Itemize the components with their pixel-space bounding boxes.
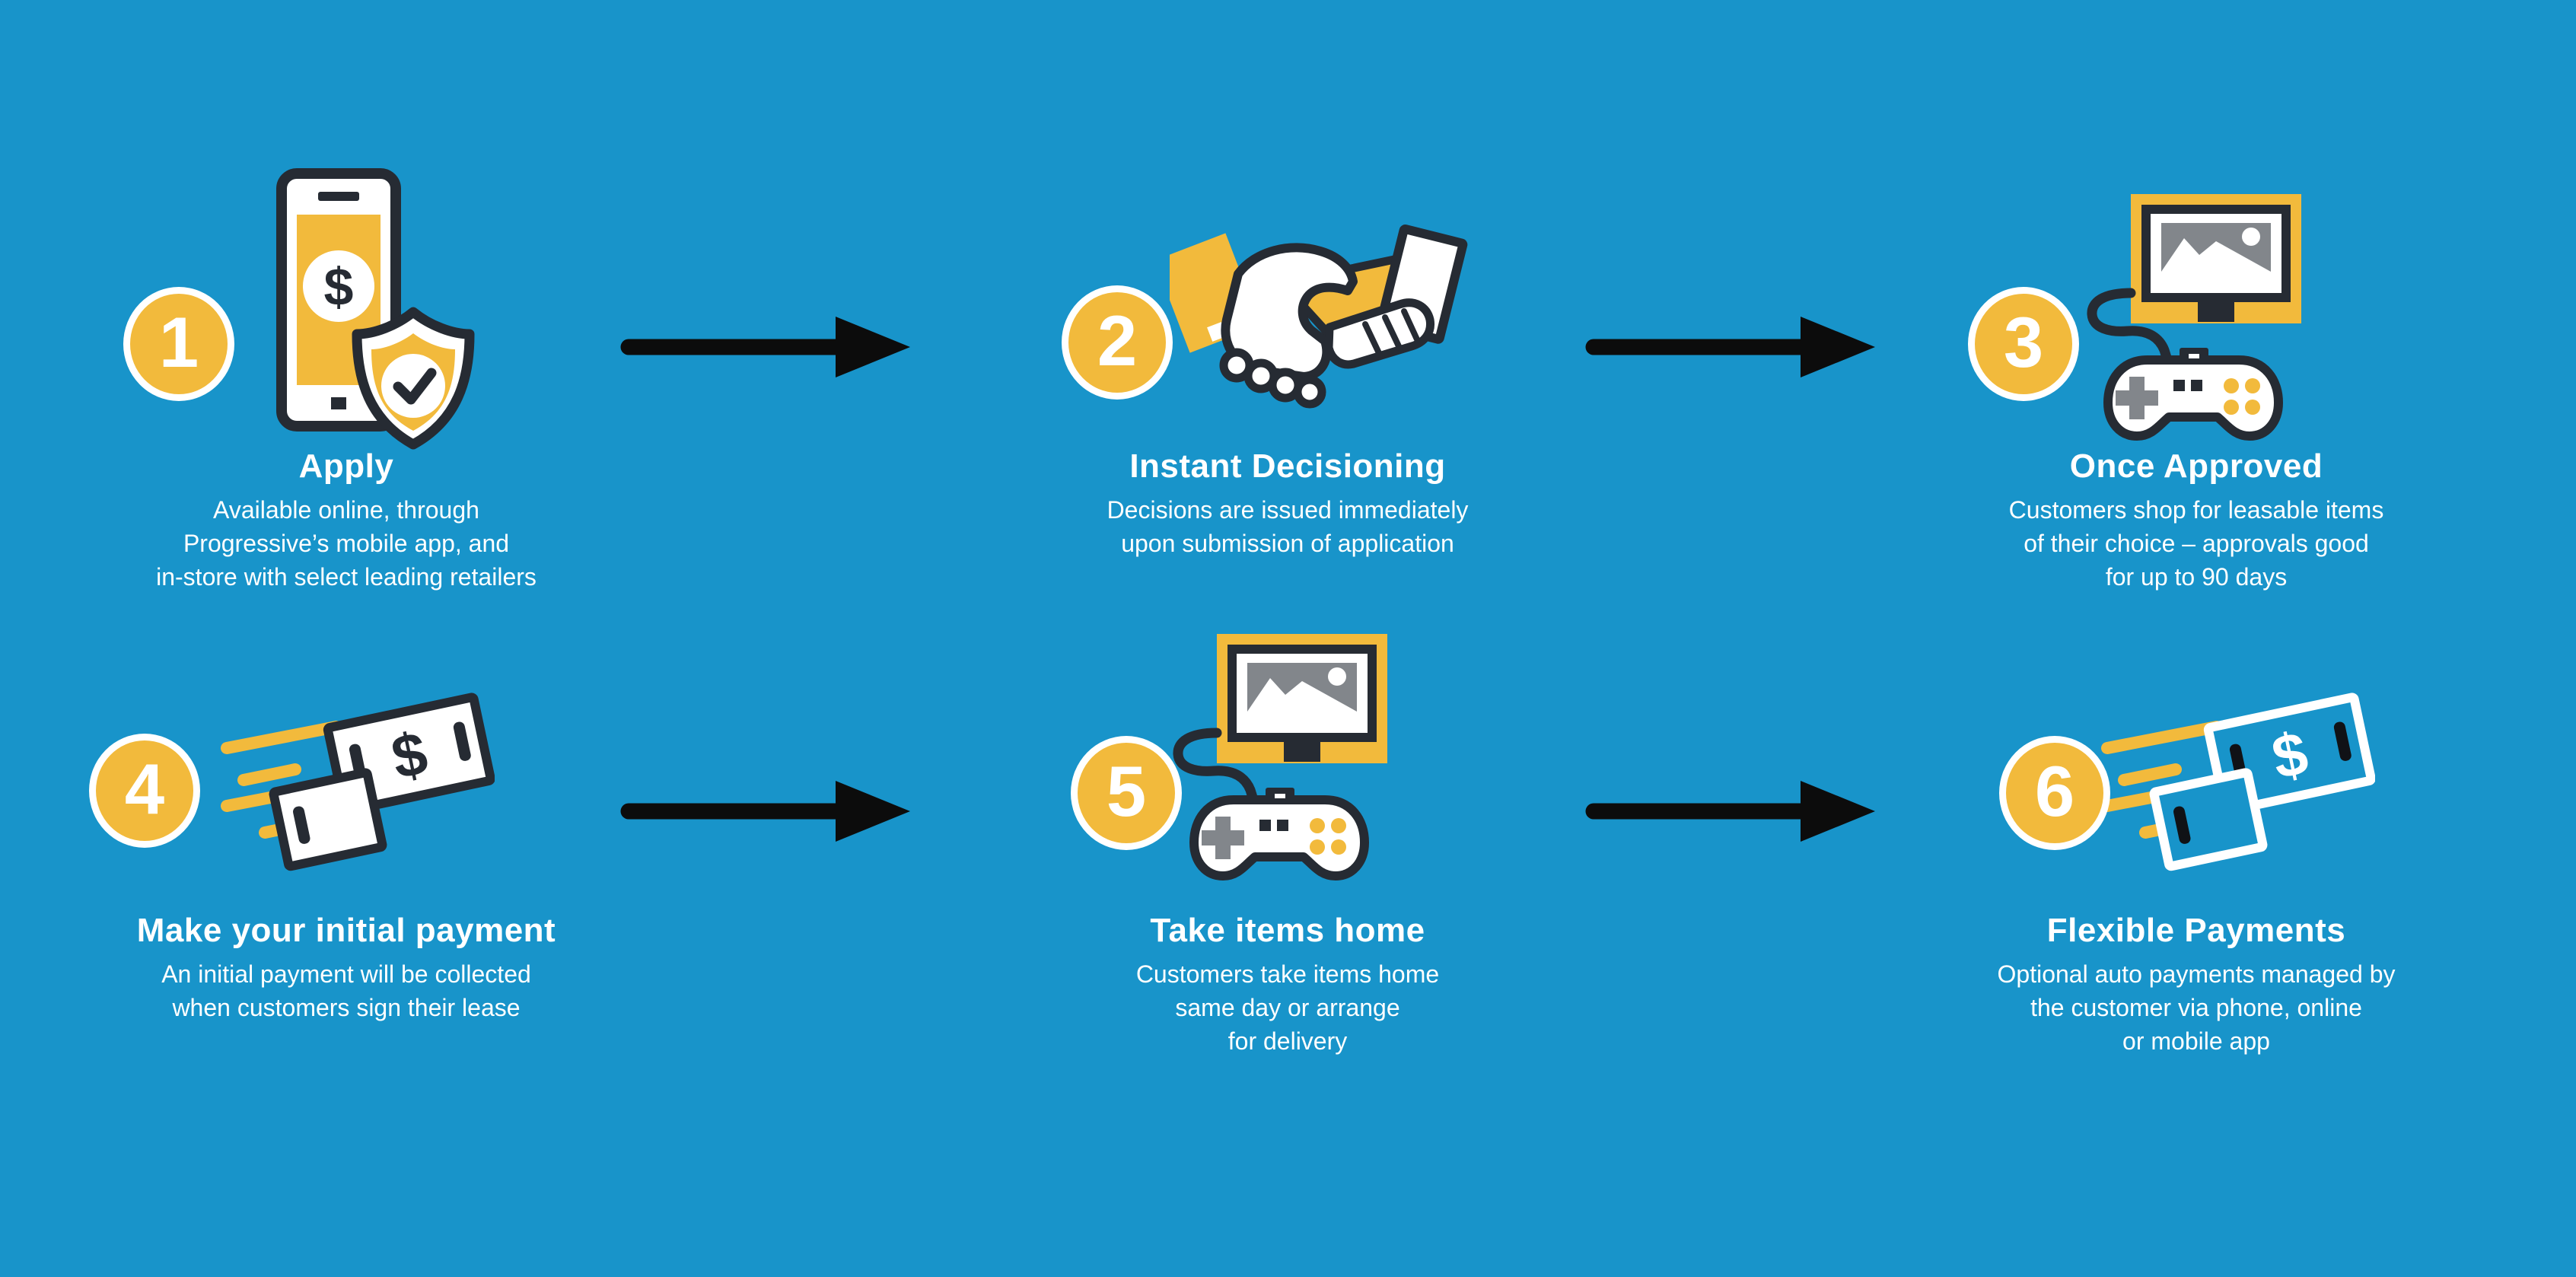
right-arrow-icon: [620, 317, 910, 377]
monitor-controller-icon: [1173, 634, 1387, 881]
step-number: 1: [158, 302, 199, 382]
phone-dollar-shield-icon: $: [276, 168, 475, 450]
step-number: 4: [124, 749, 165, 829]
step-number-badge: 5: [1071, 736, 1182, 850]
step-number-badge: 4: [89, 734, 200, 848]
step-number-badge: 3: [1968, 287, 2079, 401]
step-3: 3 Once Approved Customers shop for leasa…: [1915, 114, 2478, 594]
right-arrow-icon: [1585, 317, 1875, 377]
step-number-badge: 6: [1999, 736, 2110, 850]
step-number: 2: [1097, 301, 1138, 381]
step-3-icon-area: 3: [1915, 114, 2478, 441]
step-title: Make your initial payment: [136, 912, 556, 949]
step-4-icon-area: $ 4: [65, 590, 628, 898]
step-title: Flexible Payments: [2046, 912, 2346, 949]
step-5-icon-area: 5: [1006, 590, 1569, 898]
right-arrow-icon: [620, 781, 910, 842]
step-1-icon-area: $ 1: [65, 114, 628, 450]
step-6: $ 6 Flexible Payments Optional auto paym…: [1915, 590, 2478, 1058]
step-number: 3: [2003, 302, 2044, 382]
handshake-icon: [1170, 225, 1468, 409]
step-2: 2 Instant Decisioning Decisions are issu…: [1006, 114, 1569, 560]
step-4: $ 4 Make your initial payment An initial…: [65, 590, 628, 1024]
step-description: Optional auto payments managed by the cu…: [1997, 960, 2396, 1055]
step-2-icon-area: 2: [1006, 114, 1569, 434]
step-title: Apply: [298, 447, 394, 485]
monitor-controller-icon: [2087, 194, 2301, 441]
step-description: Decisions are issued immediately upon su…: [1107, 496, 1469, 557]
step-5: 5 Take items home Customers take items h…: [1006, 590, 1569, 1058]
flying-money-outline-icon: $: [2101, 693, 2375, 871]
step-number-badge: 1: [123, 287, 234, 401]
step-title: Once Approved: [2069, 447, 2323, 485]
step-title: Take items home: [1150, 912, 1425, 949]
step-description: Available online, through Progressive’s …: [156, 496, 537, 591]
flying-money-icon: $: [221, 693, 495, 871]
step-1: $ 1 Apply Available online, through Prog…: [65, 114, 628, 594]
step-number: 6: [2034, 751, 2075, 831]
step-description: Customers take items home same day or ar…: [1135, 960, 1440, 1055]
step-number: 5: [1106, 751, 1147, 831]
step-description: An initial payment will be collected whe…: [161, 960, 531, 1021]
step-title: Instant Decisioning: [1129, 447, 1446, 485]
step-number-badge: 2: [1062, 285, 1173, 400]
right-arrow-icon: [1585, 781, 1875, 842]
step-6-icon-area: $ 6: [1915, 590, 2478, 898]
step-description: Customers shop for leasable items of the…: [2008, 496, 2384, 591]
svg-text:$: $: [324, 257, 354, 317]
